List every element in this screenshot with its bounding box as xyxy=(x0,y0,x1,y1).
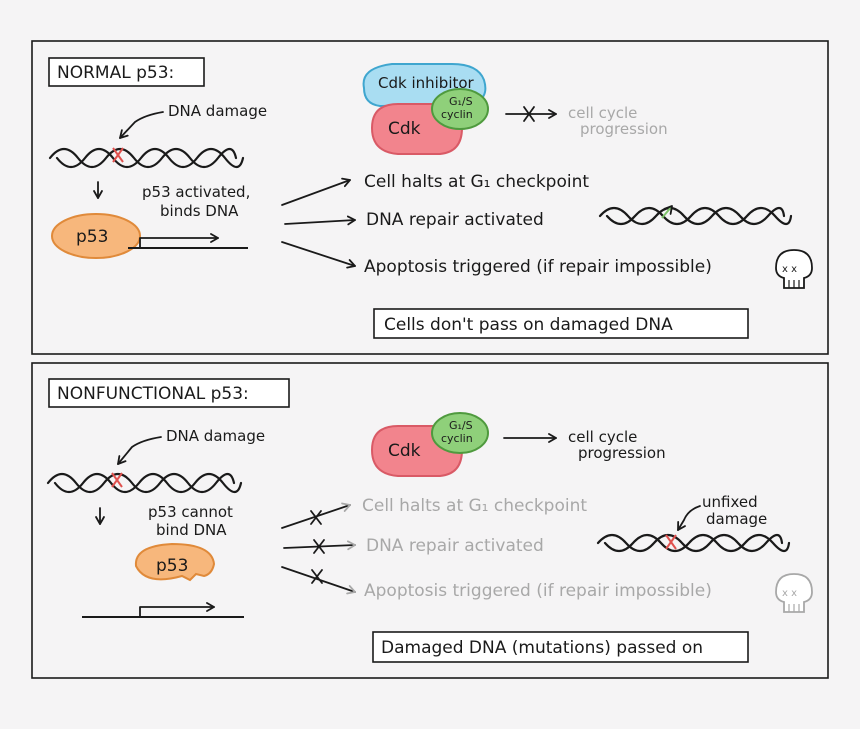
cyclin-shape xyxy=(431,88,489,130)
progression-line2: progression xyxy=(580,120,668,138)
cdk-label: Cdk xyxy=(388,119,421,139)
nf-conclusion: Damaged DNA (mutations) passed on xyxy=(381,638,703,658)
unfixed-dna-icon xyxy=(596,533,791,553)
svg-text:x x: x x xyxy=(782,264,797,275)
nf-damage-mark xyxy=(111,472,123,488)
mutant-p53-protein: p53 xyxy=(134,542,216,582)
normal-conclusion: Cells don't pass on damaged DNA xyxy=(384,315,673,335)
nf-cross-marks xyxy=(310,510,325,584)
cdk-complex: Cdk inhibitor Cdk G₁/S cyclin xyxy=(362,63,489,155)
nf-dna-damage-label: DNA damage xyxy=(166,427,265,445)
outcome-repair: DNA repair activated xyxy=(366,210,544,230)
nonfunctional-heading: NONFUNCTIONAL p53: xyxy=(57,384,249,404)
dna-damage-pointer xyxy=(119,111,164,139)
nonfunctional-panel: NONFUNCTIONAL p53: DNA damage p53 cannot… xyxy=(31,362,829,679)
cdk-inhibitor-label: Cdk inhibitor xyxy=(378,74,475,92)
p53-label: p53 xyxy=(76,227,108,247)
outcome-arrow-3 xyxy=(281,241,356,269)
normal-conclusion-box xyxy=(373,308,749,339)
nf-p53-label: p53 xyxy=(156,556,188,576)
unfixed-pointer xyxy=(677,505,701,531)
p53-activated-line2: binds DNA xyxy=(160,202,239,220)
dna-helix-icon xyxy=(48,147,245,169)
unfixed-line1: unfixed xyxy=(702,493,758,511)
svg-text:x x: x x xyxy=(782,588,797,599)
outcome-arrow-2 xyxy=(284,215,356,226)
nf-dna-damage-pointer xyxy=(117,436,162,465)
cyclin-line2: cyclin xyxy=(441,108,473,121)
nf-progression-line2: progression xyxy=(578,444,666,462)
nonfunctional-heading-box xyxy=(48,378,290,408)
outcome-apoptosis: Apoptosis triggered (if repair impossibl… xyxy=(364,257,712,277)
p53-protein: p53 xyxy=(51,213,141,259)
nf-transcription-arrow xyxy=(139,602,215,618)
normal-heading: NORMAL p53: xyxy=(57,63,174,83)
damage-mark xyxy=(112,147,124,163)
nf-cyclin-line1: G₁/S xyxy=(449,419,473,432)
nf-skull-icon: x x xyxy=(775,573,813,613)
outcome-arrow-1 xyxy=(281,177,351,206)
nf-cdk-complex: Cdk G₁/S cyclin xyxy=(370,412,489,477)
dna-damage-label: DNA damage xyxy=(168,102,267,120)
nf-cannot-line2: bind DNA xyxy=(156,521,227,539)
p53-activated-line1: p53 activated, xyxy=(142,183,250,201)
nf-progression-line1: cell cycle xyxy=(568,428,637,446)
nf-outcome-halt: Cell halts at G₁ checkpoint xyxy=(362,496,587,516)
transcription-arrow xyxy=(139,233,219,249)
cross-icon xyxy=(523,106,535,122)
unfixed-line2: damage xyxy=(706,510,767,528)
normal-heading-box xyxy=(48,57,205,87)
nf-outcome-apoptosis: Apoptosis triggered (if repair impossibl… xyxy=(364,581,712,601)
normal-panel: NORMAL p53: DNA damage p53 activated, bi… xyxy=(31,40,829,355)
nf-cannot-line1: p53 cannot xyxy=(148,503,233,521)
skull-icon: x x xyxy=(775,249,813,289)
repaired-dna-icon xyxy=(598,205,793,226)
nf-cyclin-line2: cyclin xyxy=(441,432,473,445)
nf-conclusion-box xyxy=(372,631,749,663)
nf-outcome-repair: DNA repair activated xyxy=(366,536,544,556)
nf-dna-helix-icon xyxy=(46,472,243,494)
cyclin-line1: G₁/S xyxy=(449,95,473,108)
nf-cyclin-shape xyxy=(431,412,489,454)
nonfunctional-panel-frame xyxy=(31,362,829,679)
progression-line1: cell cycle xyxy=(568,104,637,122)
nf-cdk-label: Cdk xyxy=(388,441,421,461)
outcome-halt: Cell halts at G₁ checkpoint xyxy=(364,172,589,192)
